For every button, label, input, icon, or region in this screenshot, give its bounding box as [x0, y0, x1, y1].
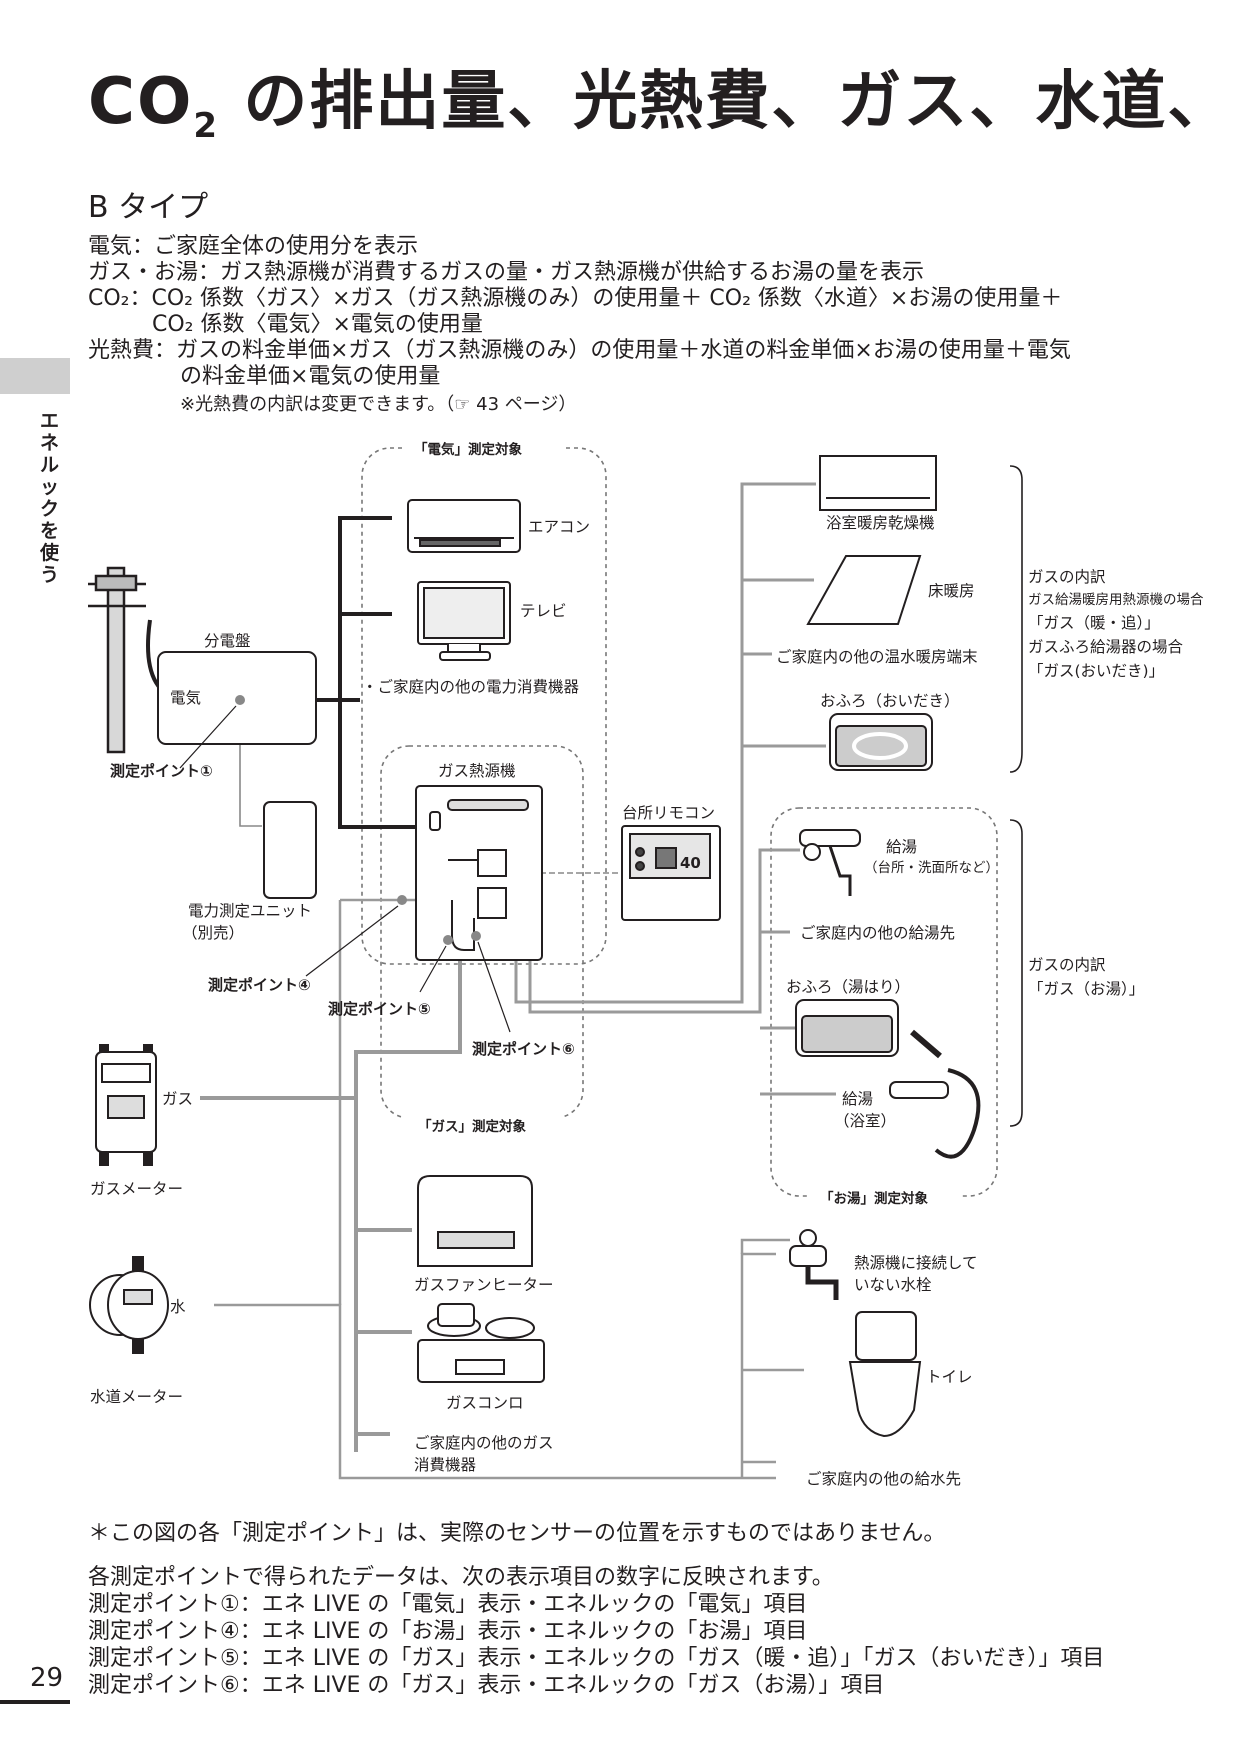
- footnote: ＊この図の各「測定ポイント」は、実際のセンサーの位置を示すものではありません。: [88, 1521, 946, 1546]
- desc-cost-line2: の料金単価×電気の使用量: [180, 364, 441, 389]
- footer-map-4: 測定ポイント④：エネ LIVE の「お湯」表示・エネルックの「お湯」項目: [88, 1619, 808, 1644]
- kitchen-remote-icon: [621, 825, 721, 921]
- water-meter-label: 水道メーター: [90, 1388, 183, 1406]
- gas-zone: [380, 745, 584, 1119]
- toilet-icon: [848, 1311, 922, 1438]
- hot-supply-bath-label: 給湯: [842, 1090, 873, 1108]
- remote-temperature: 40: [680, 854, 701, 872]
- measurement-point-6-dot: [471, 931, 481, 941]
- kitchen-remote-label: 台所リモコン: [622, 804, 715, 822]
- desc-gas: ガス・お湯：ガス熱源機が消費するガスの量・ガス熱源機が供給するお湯の量を表示: [88, 260, 925, 285]
- aircon-label: エアコン: [528, 518, 590, 536]
- page-number: 29: [30, 1663, 64, 1693]
- gas-stove-icon: [417, 1303, 545, 1383]
- footer-map-5: 測定ポイント⑤：エネ LIVE の「ガス」表示・エネルックの「ガス（暖・追）」「…: [88, 1646, 1105, 1671]
- water-meter-icon: [89, 1256, 169, 1354]
- faucet-icon: [789, 1229, 839, 1300]
- other-gas-note: 消費機器: [414, 1456, 477, 1474]
- heat-source-label: ガス熱源機: [438, 762, 516, 780]
- zone-gas-label: 「ガス」測定対象: [418, 1118, 526, 1135]
- other-electric-label: ・ご家庭内の他の電力消費機器: [362, 678, 580, 696]
- floor-heating-icon: [806, 555, 922, 625]
- gas-breakdown-a-title: ガスの内訳: [1028, 568, 1106, 586]
- kitchen-faucet-icon: [799, 829, 861, 896]
- hot-supply-note: （台所・洗面所など）: [864, 860, 999, 876]
- gas-fan-heater-icon: [417, 1175, 533, 1267]
- water-label: 水: [170, 1298, 186, 1316]
- bathroom-dryer-icon: [819, 455, 937, 511]
- gas-meter-icon: [95, 1044, 157, 1166]
- section-subtitle: B タイプ: [88, 190, 209, 225]
- gas-breakdown-a-line2: 「ガス（暖・追）」: [1028, 614, 1160, 632]
- gas-breakdown-b-line1: 「ガス（お湯）」: [1028, 980, 1144, 998]
- tv-icon: [417, 581, 511, 661]
- other-heating-label: ご家庭内の他の温水暖房端末: [776, 648, 978, 666]
- gas-meter-label: ガスメーター: [90, 1180, 183, 1198]
- utility-pole-icon: [88, 566, 146, 754]
- desc-co2-line2: CO₂ 係数〈電気〉×電気の使用量: [152, 312, 483, 337]
- side-tab-marker: [0, 358, 70, 394]
- other-gas-label: ご家庭内の他のガス: [414, 1434, 554, 1452]
- gas-breakdown-a-line1: ガス給湯暖房用熱源機の場合: [1028, 591, 1204, 608]
- shower-icon: [889, 1029, 981, 1159]
- power-measurement-unit-icon: [263, 801, 317, 899]
- gas-stove-label: ガスコンロ: [446, 1394, 524, 1412]
- gas-label: ガス: [162, 1090, 193, 1108]
- page-title: CO2 の排出量、光熱費、ガス、水道、: [88, 65, 1234, 146]
- point4-label: 測定ポイント④: [208, 976, 311, 994]
- gas-breakdown-a-line3: ガスふろ給湯器の場合: [1028, 638, 1184, 656]
- page-rule: [0, 1700, 70, 1704]
- panel-electric-label: 電気: [170, 689, 201, 707]
- footer-map-6: 測定ポイント⑥：エネ LIVE の「ガス」表示・エネルックの「ガス（お湯）」項目: [88, 1673, 885, 1698]
- bath-fill-icon: [795, 999, 899, 1057]
- point5-label: 測定ポイント⑤: [328, 1000, 431, 1018]
- panel-label: 分電盤: [204, 632, 251, 650]
- footer-intro: 各測定ポイントで得られたデータは、次の表示項目の数字に反映されます。: [88, 1565, 834, 1590]
- faucet-note: いない水栓: [854, 1276, 932, 1294]
- zone-electric-label: 「電気」測定対象: [414, 441, 522, 458]
- bath-reheat-label: おふろ（おいだき）: [820, 692, 960, 710]
- point1-label: 測定ポイント①: [110, 762, 213, 780]
- side-section-label: エネルックを使う: [40, 410, 60, 586]
- hot-supply-label: 給湯: [886, 838, 917, 856]
- footer-map-1: 測定ポイント①：エネ LIVE の「電気」表示・エネルックの「電気」項目: [88, 1592, 808, 1617]
- toilet-label: トイレ: [926, 1368, 973, 1386]
- faucet-label: 熱源機に接続して: [854, 1254, 978, 1272]
- desc-cost-line1: 光熱費：ガスの料金単価×ガス（ガス熱源機のみ）の使用量＋水道の料金単価×お湯の使…: [88, 338, 1071, 363]
- desc-electric: 電気：ご家庭全体の使用分を表示: [88, 234, 419, 259]
- bathroom-dryer-label: 浴室暖房乾燥機: [826, 514, 935, 532]
- measurement-point-5-dot: [443, 935, 453, 945]
- bath-fill-label: おふろ（湯はり）: [786, 978, 910, 996]
- other-hot-supply-label: ご家庭内の他の給湯先: [800, 924, 955, 942]
- gas-breakdown-a-line4: 「ガス(おいだき)」: [1028, 662, 1164, 680]
- power-unit-note: （別売）: [182, 924, 244, 942]
- zone-hotwater-label: 「お湯」測定対象: [820, 1190, 928, 1207]
- measurement-point-4-dot: [397, 895, 407, 905]
- aircon-icon: [407, 499, 521, 553]
- other-water-label: ご家庭内の他の給水先: [806, 1470, 961, 1488]
- power-unit-label: 電力測定ユニット: [188, 902, 312, 920]
- measurement-point-1-dot: [235, 695, 245, 705]
- tv-label: テレビ: [520, 602, 567, 620]
- gas-breakdown-b-title: ガスの内訳: [1028, 956, 1106, 974]
- gas-heat-source-icon: [415, 785, 543, 961]
- point6-label: 測定ポイント⑥: [472, 1040, 575, 1058]
- hot-supply-bath-note: （浴室）: [834, 1112, 896, 1130]
- desc-cost-note: ※光熱費の内訳は変更できます。（☞ 43 ページ）: [180, 394, 577, 415]
- bath-reheat-icon: [829, 713, 933, 771]
- gas-fan-heater-label: ガスファンヒーター: [414, 1276, 554, 1294]
- floor-heating-label: 床暖房: [928, 582, 975, 600]
- desc-co2-line1: CO₂：CO₂ 係数〈ガス〉×ガス（ガス熱源機のみ）の使用量＋ CO₂ 係数〈水…: [88, 286, 1063, 311]
